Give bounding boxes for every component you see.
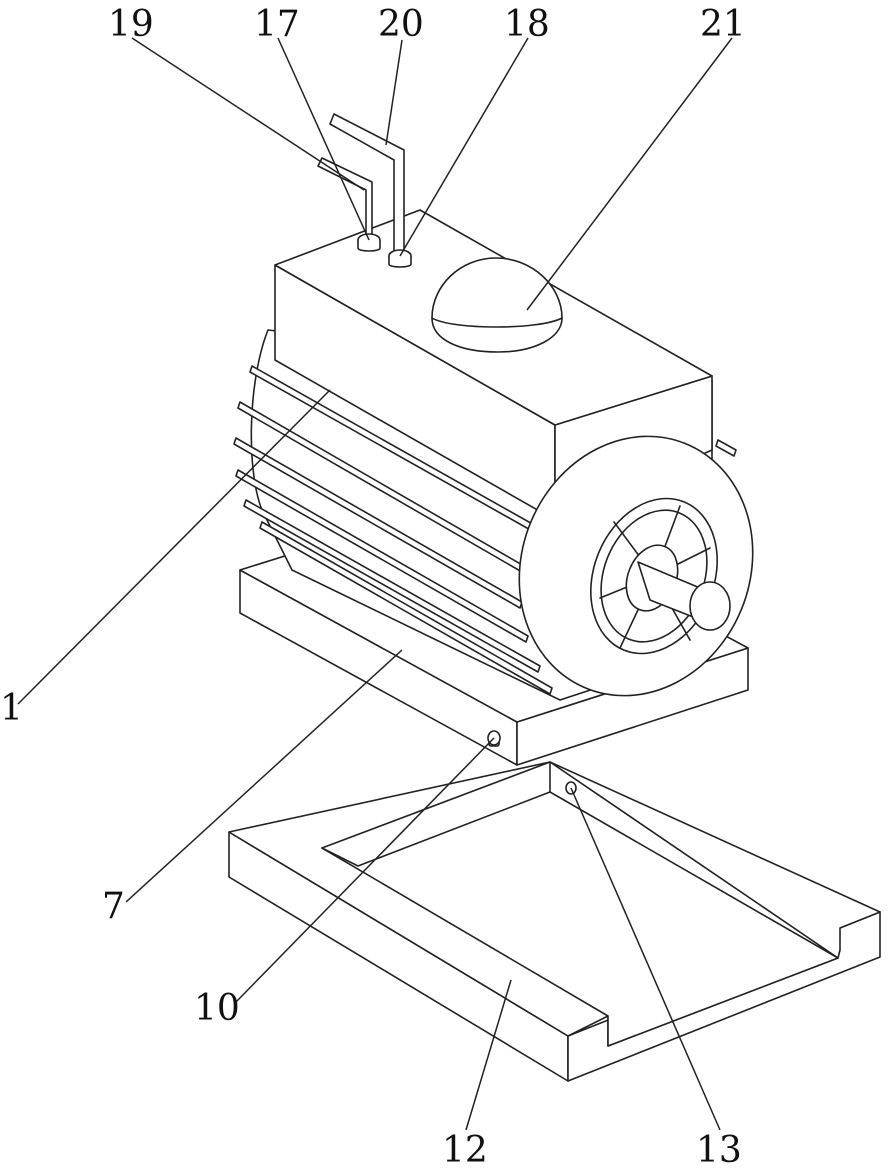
lower-base-frame	[229, 762, 880, 1081]
label-19: 19	[108, 4, 154, 45]
nut-18	[389, 256, 411, 267]
label-21: 21	[700, 4, 746, 45]
pipe-19	[318, 158, 372, 238]
label-10: 10	[194, 988, 240, 1029]
label-18: 18	[504, 4, 550, 45]
leader-18	[400, 38, 528, 256]
leader-20	[386, 40, 402, 145]
label-1: 1	[0, 688, 23, 729]
label-17: 17	[254, 4, 300, 45]
leader-19	[132, 38, 364, 190]
leader-21	[527, 38, 732, 310]
label-7: 7	[102, 886, 125, 927]
label-13: 13	[696, 1130, 742, 1170]
label-20: 20	[378, 4, 424, 45]
nut-17	[358, 240, 380, 251]
label-12: 12	[442, 1130, 488, 1170]
shaft-end	[690, 582, 730, 630]
